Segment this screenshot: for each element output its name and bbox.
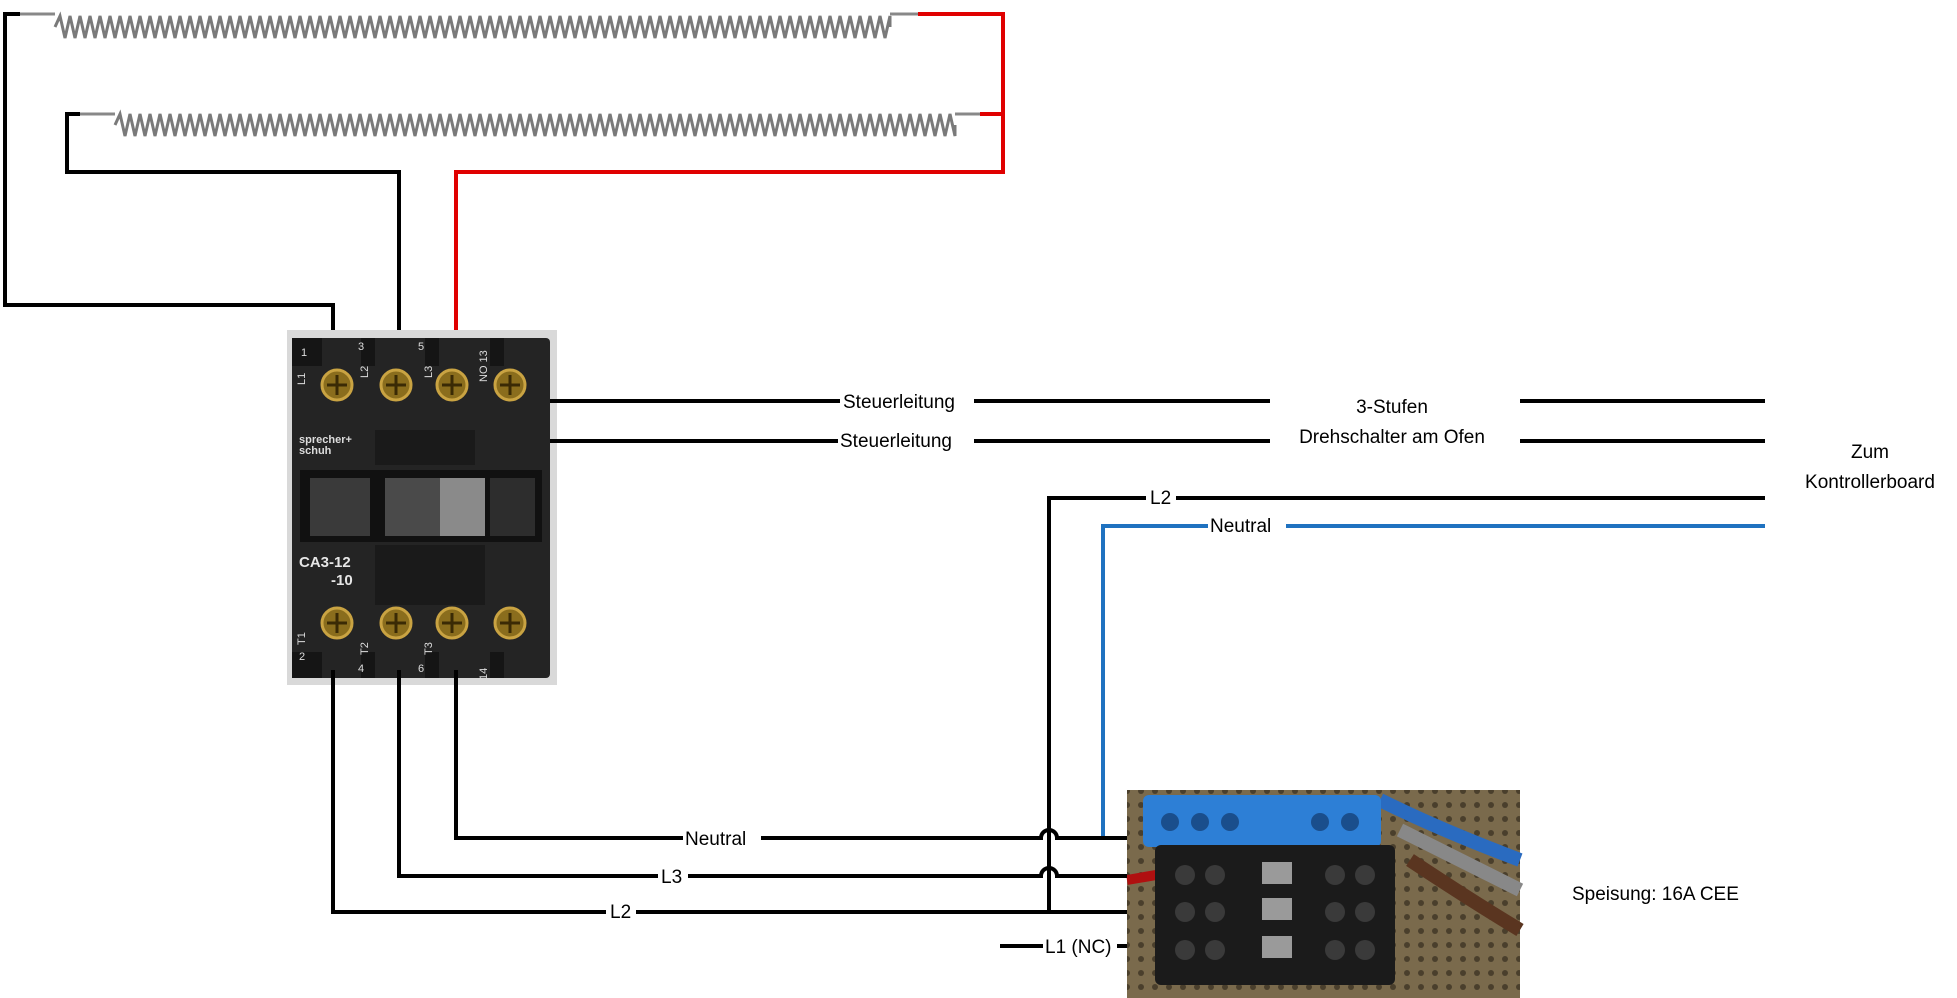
supply-label: Speisung: 16A CEE: [1572, 884, 1739, 905]
terminal-block-blue-cover: [1143, 795, 1381, 847]
terminal-13-label: NO 13: [478, 350, 490, 382]
wire-l2-bottom: [331, 670, 1127, 914]
terminal-1-label: 1: [301, 347, 307, 359]
contactor-model-line2: -10: [331, 572, 353, 589]
heating-coil-bottom: [80, 109, 980, 137]
wire-neutral-bottom: [454, 670, 1127, 840]
terminal-6-label: 6: [418, 663, 424, 675]
contactor-brand-line1: sprecher+: [299, 434, 352, 446]
wire-neutral-to-board: [1101, 524, 1765, 838]
supply-terminal-block: [1126, 790, 1524, 998]
rotary-switch-label-line1: 3-Stufen: [1356, 397, 1428, 418]
rotary-switch-label-line2: Drehschalter am Ofen: [1299, 427, 1485, 448]
l1-nc-label: L1 (NC): [1045, 937, 1112, 958]
wire-coil2-to-terminal3: [65, 112, 401, 345]
terminal-3-label: 3: [358, 341, 364, 353]
bottom-wire-labels: Neutral L3 L2 L1 (NC): [606, 826, 1117, 958]
red-wiring: [454, 12, 1005, 345]
heating-coils: [20, 11, 980, 137]
bottom-wiring: [331, 670, 1127, 948]
board-supply-lines: L2 Neutral: [1047, 486, 1765, 912]
bottom-terminals: [320, 606, 527, 640]
heating-coil-top: [20, 11, 918, 39]
terminal-l2-label: L2: [359, 366, 371, 378]
terminal-t3-label: T3: [423, 642, 435, 655]
l3-bottom-label: L3: [661, 867, 682, 888]
contactor-brand-line2: schuh: [299, 445, 332, 457]
control-line-1-label: Steuerleitung: [843, 392, 955, 413]
terminal-2-label: 2: [299, 651, 305, 663]
wire-coil1-to-terminal1: [3, 12, 335, 345]
controller-board-label-line2: Kontrollerboard: [1805, 472, 1935, 493]
control-line-2-label: Steuerleitung: [840, 431, 952, 452]
terminal-14-label: 14: [478, 668, 490, 680]
top-terminals: [320, 368, 527, 402]
control-line-labels: Steuerleitung Steuerleitung: [838, 388, 974, 452]
terminal-l1-label: L1: [296, 373, 308, 385]
terminal-l3-label: L3: [423, 366, 435, 378]
l2-top-label: L2: [1150, 488, 1171, 509]
wire-l3-bottom: [397, 670, 1127, 878]
neutral-bottom-label: Neutral: [685, 829, 746, 850]
contactor-model-line1: CA3-12: [299, 554, 351, 571]
l2-bottom-label: L2: [610, 902, 631, 923]
terminal-t2-label: T2: [359, 642, 371, 655]
neutral-top-label: Neutral: [1210, 516, 1271, 537]
contactor: 1 3 5 NO 13 L1 L2 L3 2 4 6 14 T1 T2 T3 s…: [287, 330, 557, 685]
terminal-t1-label: T1: [296, 632, 308, 645]
controller-board-label-line1: Zum: [1851, 442, 1889, 463]
terminal-4-label: 4: [358, 663, 364, 675]
wire-l2-to-board: [1047, 496, 1765, 912]
top-wiring: [3, 12, 401, 345]
terminal-5-label: 5: [418, 341, 424, 353]
control-lines: [550, 399, 1765, 443]
wire-red-coils-to-terminal5: [454, 12, 1005, 345]
